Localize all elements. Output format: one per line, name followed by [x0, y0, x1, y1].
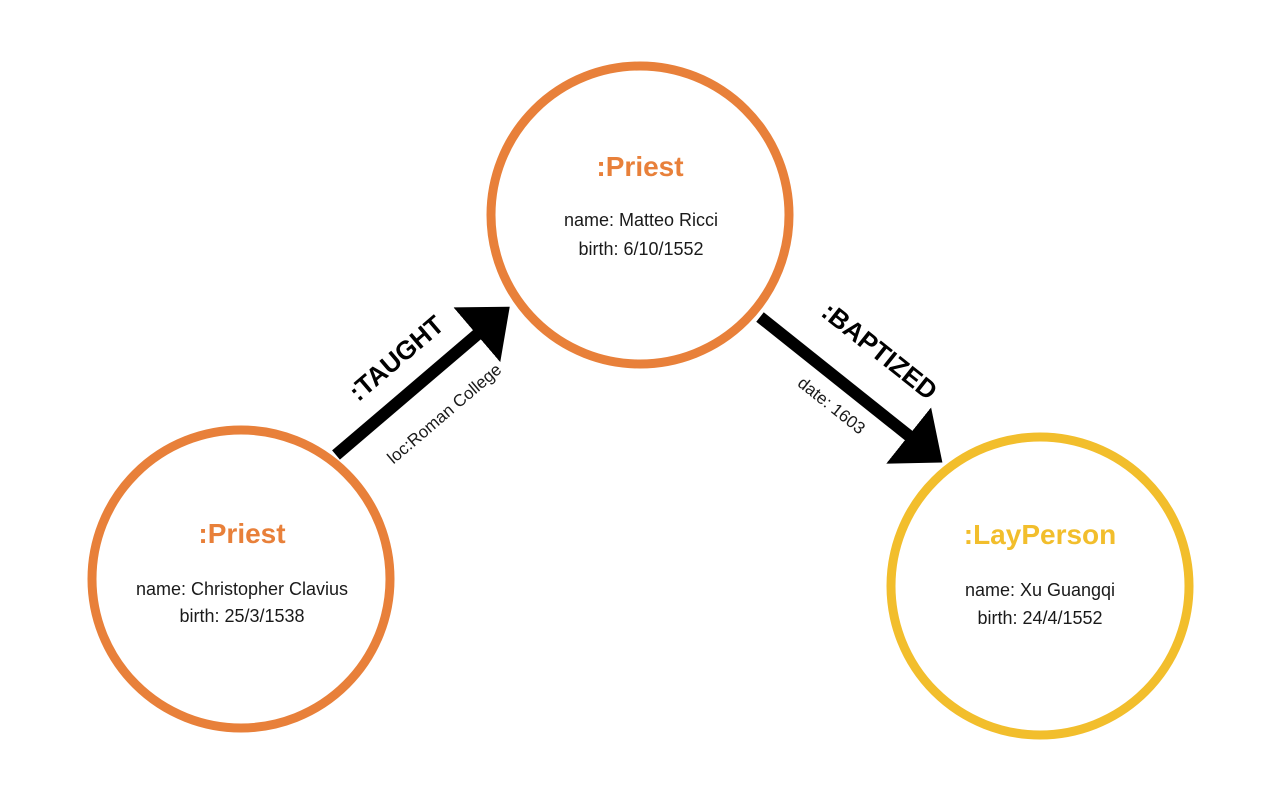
node-name-property: name: Xu Guangqi [965, 580, 1115, 600]
edge-baptized[interactable]: :BAPTIZED date: 1603 [756, 296, 943, 464]
edge-taught-type: :TAUGHT [343, 309, 450, 407]
node-name-property: name: Christopher Clavius [136, 579, 348, 599]
node-matteo-ricci[interactable]: :Priest name: Matteo Ricci birth: 6/10/1… [486, 61, 794, 369]
node-circle [87, 425, 395, 733]
node-circle [886, 432, 1194, 740]
node-xu-guangqi[interactable]: :LayPerson name: Xu Guangqi birth: 24/4/… [886, 432, 1194, 740]
node-birth-property: birth: 6/10/1552 [578, 239, 703, 259]
node-birth-property: birth: 24/4/1552 [977, 608, 1102, 628]
node-name-property: name: Matteo Ricci [564, 210, 718, 230]
edge-baptized-type: :BAPTIZED [816, 296, 943, 406]
node-christopher-clavius[interactable]: :Priest name: Christopher Clavius birth:… [87, 425, 395, 733]
node-label: :LayPerson [964, 519, 1117, 550]
edge-taught[interactable]: :TAUGHT loc:Roman College [332, 306, 510, 468]
node-label: :Priest [596, 151, 683, 182]
node-birth-property: birth: 25/3/1538 [179, 606, 304, 626]
node-circle [486, 61, 794, 369]
node-label: :Priest [198, 518, 285, 549]
edge-baptized-property: date: 1603 [794, 373, 869, 438]
edge-baptized-line [756, 312, 943, 464]
edge-taught-property: loc:Roman College [384, 360, 506, 468]
edge-taught-line [332, 306, 510, 460]
